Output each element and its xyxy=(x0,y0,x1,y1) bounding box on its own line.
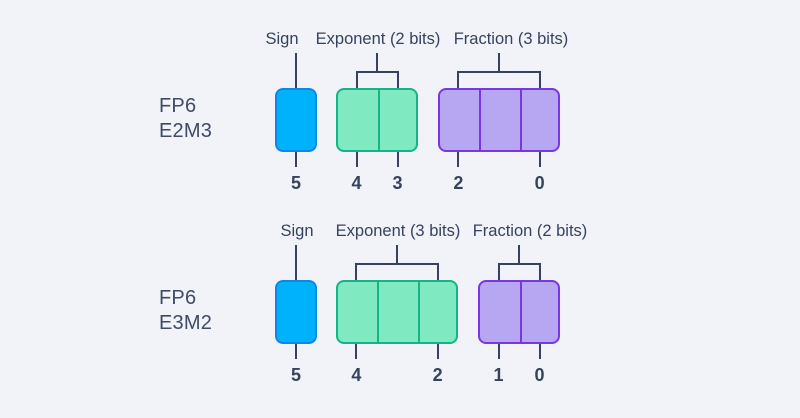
bracket-end-line xyxy=(457,71,460,88)
bracket-stem-line xyxy=(376,53,378,71)
bit-index-label: 0 xyxy=(534,173,545,193)
bracket-stem-line xyxy=(396,245,398,263)
bracket-end-line xyxy=(355,71,358,88)
bit-index-label: 1 xyxy=(493,365,504,385)
bit-tick xyxy=(457,152,460,167)
field-label: Fraction (3 bits) xyxy=(453,30,569,48)
bracket-end-line xyxy=(538,263,541,280)
sign-box xyxy=(275,88,317,152)
fraction-box xyxy=(478,280,560,344)
bracket-horizontal-line xyxy=(457,71,541,73)
field-label: Exponent (2 bits) xyxy=(315,30,441,48)
bit-index-label: 0 xyxy=(534,365,545,385)
bracket-end-line xyxy=(538,71,541,88)
bracket-end-line xyxy=(436,263,439,280)
bracket-stem-line xyxy=(498,53,500,71)
format-title-line: FP6 xyxy=(159,95,197,117)
connector-line xyxy=(295,53,297,88)
bit-index-label: 3 xyxy=(392,173,403,193)
bracket-end-line xyxy=(396,71,399,88)
connector-line xyxy=(295,245,297,280)
bit-cell-divider xyxy=(519,282,522,342)
bit-index-label: 5 xyxy=(290,365,302,385)
bit-index-label: 5 xyxy=(290,173,302,193)
bit-tick xyxy=(538,344,541,359)
field-label: Exponent (3 bits) xyxy=(335,222,461,240)
bit-tick xyxy=(355,344,358,359)
bracket-end-line xyxy=(355,263,358,280)
bit-tick xyxy=(497,344,500,359)
format-title-line: FP6 xyxy=(159,287,197,309)
bracket-horizontal-line xyxy=(355,71,399,73)
format-title-line: E2M3 xyxy=(159,120,213,142)
exponent-box xyxy=(336,88,418,152)
exponent-box xyxy=(336,280,458,344)
bit-cell-divider xyxy=(377,282,380,342)
sign-box xyxy=(275,280,317,344)
bit-tick xyxy=(396,152,399,167)
bit-tick xyxy=(355,152,358,167)
bit-cell-divider xyxy=(417,282,420,342)
format-title-line: E3M2 xyxy=(159,312,213,334)
bracket-horizontal-line xyxy=(497,263,541,265)
bracket-stem-line xyxy=(518,245,520,263)
field-label: Sign xyxy=(265,30,299,48)
bit-index-label: 2 xyxy=(432,365,443,385)
fraction-box xyxy=(438,88,560,152)
bit-tick xyxy=(295,344,297,359)
bit-tick xyxy=(295,152,297,167)
bit-cell-divider xyxy=(377,90,380,150)
bracket-horizontal-line xyxy=(355,263,439,265)
bit-cell-divider xyxy=(479,90,482,150)
bit-index-label: 2 xyxy=(453,173,464,193)
bit-tick xyxy=(538,152,541,167)
field-label: Sign xyxy=(280,222,314,240)
bit-cell-divider xyxy=(519,90,522,150)
bracket-end-line xyxy=(497,263,500,280)
bit-index-label: 4 xyxy=(351,173,362,193)
bit-tick xyxy=(436,344,439,359)
bit-index-label: 4 xyxy=(351,365,362,385)
field-label: Fraction (2 bits) xyxy=(472,222,588,240)
